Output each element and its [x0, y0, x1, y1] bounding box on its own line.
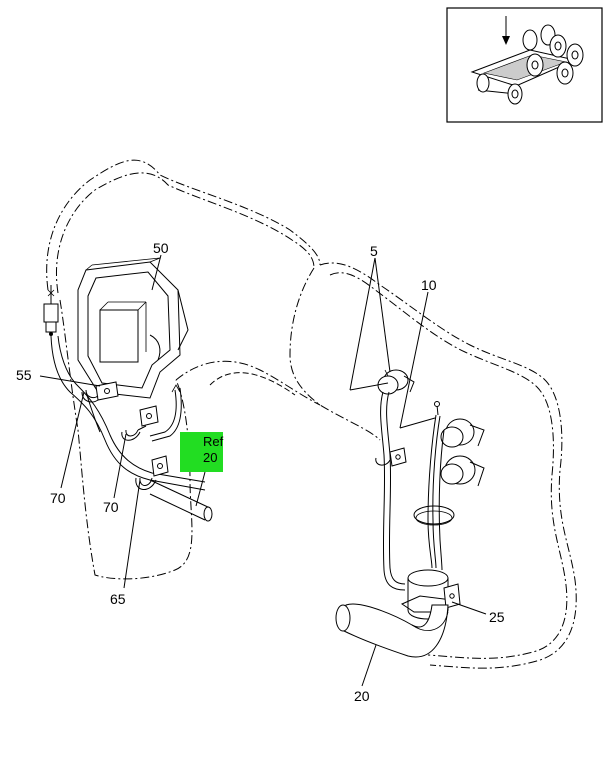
phantom-cab-panel-outline — [46, 159, 577, 669]
callout-50: 50 — [153, 240, 169, 256]
harness-clamp-right-upper — [375, 447, 407, 467]
part-50-control-module — [77, 257, 189, 399]
callout-65: 65 — [110, 591, 126, 607]
callout-55: 55 — [16, 367, 32, 383]
truck-chassis-locator-icon — [470, 24, 584, 105]
part-10-bracket — [434, 401, 485, 487]
part-70-clamp-upper — [81, 381, 119, 403]
callout-10: 10 — [421, 277, 437, 293]
callout-25: 25 — [489, 609, 505, 625]
part-20-pipe — [335, 603, 449, 658]
leader-lines — [39, 254, 487, 687]
locator-arrow-icon — [502, 16, 510, 45]
callout-20: 20 — [354, 688, 370, 704]
callout-70-left: 70 — [50, 490, 66, 506]
ref-tag-line2: 20 — [203, 450, 217, 465]
wire-harness-right — [380, 391, 455, 591]
part-5-switch — [377, 369, 415, 395]
ref-tag-line1: Ref — [203, 434, 224, 449]
pipe-left-segment — [149, 479, 213, 522]
callout-5: 5 — [370, 243, 378, 259]
ref-tag-box[interactable] — [180, 432, 223, 472]
ref-tag-20[interactable]: Ref 20 — [180, 432, 224, 507]
part-55-connector — [43, 285, 59, 336]
locator-inset — [446, 7, 603, 123]
callout-70-right: 70 — [103, 499, 119, 515]
part-70-clamp-lower — [121, 405, 159, 441]
wire-harness-left — [50, 335, 206, 491]
